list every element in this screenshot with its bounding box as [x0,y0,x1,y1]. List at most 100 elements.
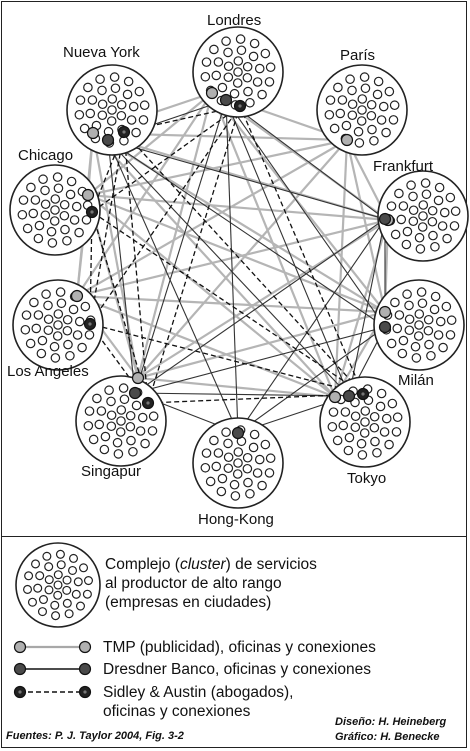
cluster-frankfurt [377,170,469,262]
link-dresdner [134,326,386,394]
link-tmp [87,138,348,197]
office-dresdner-frankfurt [378,212,392,226]
office-dresdner-singapur [128,386,142,400]
legend-marker-dresdner [13,662,27,676]
link-tmp [76,92,213,297]
cluster-tokyo [319,376,411,468]
link-tmp [210,92,337,398]
link-sidley [123,131,364,395]
legend-marker-tmp [78,640,92,654]
link-tmp [136,92,214,379]
design-credit: Diseño: H. Heineberg [335,716,447,728]
link-dresdner [107,139,350,397]
link-tmp [92,132,336,398]
cluster-chicago [9,164,101,256]
legend-dresdner-text: Dresdner Banco, oficinas y conexiones [103,661,371,678]
city-network-diagram [9,26,469,509]
graphic-credit: Gráfico: H. Benecke [335,731,440,743]
link-tmp [91,132,140,379]
legend-cluster-circle [15,542,101,628]
link-dresdner [225,99,386,328]
link-dresdner [134,218,386,394]
link-dresdner [107,139,386,220]
cluster-hongkong [192,417,284,509]
office-sidley-londres [233,99,247,113]
office-dresdner-tokyo [342,389,356,403]
cluster-losangeles [12,279,104,371]
office-tmp-nuevayork [86,126,100,140]
office-dresdner-hongkong [231,426,245,440]
link-sidley [239,105,364,395]
link-tmp [87,92,213,196]
city-label-singapur: Singapur [81,463,142,480]
link-sidley [91,211,149,404]
link-tmp [87,194,336,398]
link-sidley [123,131,149,404]
city-label-paris: París [340,47,376,64]
link-sidley [147,393,364,404]
link-dresdner [107,139,386,328]
source-credit: Fuentes: P. J. Taylor 2004, Fig. 3-2 [6,730,184,742]
city-label-frankfurt: Frankfurt [373,158,434,175]
cluster-paris [316,64,408,156]
link-tmp [76,294,386,314]
office-markers [70,86,395,440]
link-tmp [87,193,389,222]
link-dresdner [107,139,239,434]
office-tmp-londres [205,86,219,100]
office-tmp-singapur [131,371,145,385]
legend-tmp-text: TMP (publicidad), oficinas y conexiones [103,639,376,656]
link-dresdner [348,218,386,397]
link-dresdner [225,99,350,397]
link-dresdner [107,139,136,394]
link-dresdner [225,99,239,434]
office-dresdner-nuevayork [101,133,115,147]
link-sidley [147,105,241,404]
city-label-tokyo: Tokyo [347,470,387,487]
office-sidley-singapur [141,396,155,410]
city-label-losangeles: Los Angeles [7,363,89,380]
office-tmp-chicago [81,188,95,202]
legend-cluster-text: Complejo (cluster) de servicios al produ… [105,556,317,611]
link-dresdner [225,99,386,220]
city-label-nuevayork: Nueva York [63,44,140,61]
link-tmp [76,218,389,298]
city-clusters [9,26,469,509]
city-label-hongkong: Hong-Kong [198,511,274,528]
city-label-londres: Londres [207,12,262,29]
office-tmp-milan [378,305,392,319]
link-sidley [91,131,125,213]
legend-cluster-icon [15,542,101,628]
office-sidley-tokyo [356,387,370,401]
link-dresdner [237,326,386,434]
city-label-milan: Milán [398,372,434,389]
office-sidley-losangeles [83,317,97,331]
legend-marker-dresdner [78,662,92,676]
link-sidley [91,211,364,395]
link-tmp [137,139,348,379]
link-sidley [91,105,241,213]
cluster-milan [373,279,465,371]
legend-marker-tmp [13,640,27,654]
office-dresdner-londres [219,93,233,107]
link-tmp [211,92,386,313]
legend-divider [1,536,467,537]
office-sidley-chicago [85,205,99,219]
office-sidley-nuevayork [117,125,131,139]
link-tmp [87,193,386,314]
link-tmp [137,310,386,380]
link-sidley [89,131,125,325]
legend-sidley-text: Sidley & Austin (abogados), oficinas y c… [103,684,294,720]
link-tmp [333,139,349,398]
city-label-chicago: Chicago [18,147,74,164]
office-tmp-tokyo [328,390,342,404]
office-tmp-paris [340,133,354,147]
office-tmp-losangeles [70,289,84,303]
office-dresdner-milan [378,320,392,334]
link-sidley [89,323,364,395]
link-sidley [89,105,241,325]
link-dresdner [237,218,386,434]
cluster-singapur [75,375,167,467]
